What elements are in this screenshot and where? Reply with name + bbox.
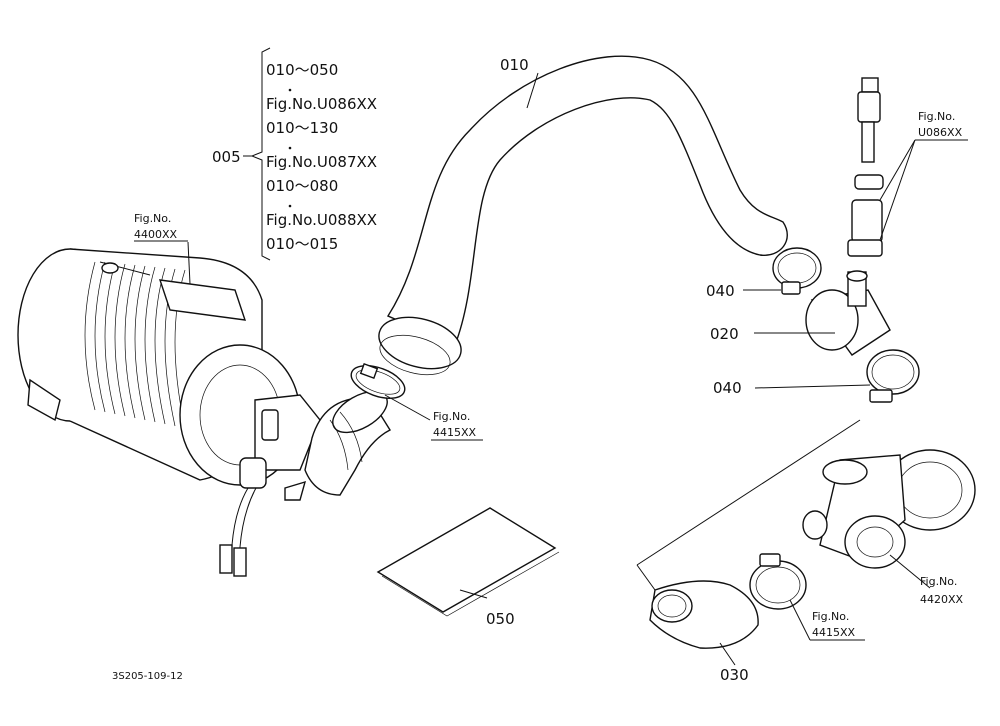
- clamp-bottom-ref-line2: 4415XX: [812, 626, 856, 639]
- sensor-ref-line2: U086XX: [918, 126, 963, 139]
- turbo-ref-line2: 4420XX: [920, 593, 964, 606]
- range-1: 010～050: [266, 61, 338, 79]
- range-2: 010～130: [266, 119, 338, 137]
- label-040-lower: 040: [713, 379, 742, 397]
- air-cleaner-illustration: [17, 248, 321, 577]
- clamp-left-ref-line2: 4415XX: [433, 426, 477, 439]
- fig-ref-1: Fig.No.U086XX: [266, 95, 377, 113]
- drawing-number: 3S205-109-12: [112, 671, 183, 682]
- sensor-illustration: [847, 77, 884, 257]
- fig-ref-2: Fig.No.U087XX: [266, 153, 377, 171]
- clamp-040-lower-illustration: [866, 349, 920, 403]
- range-4: 010～015: [266, 235, 338, 253]
- label-010: 010: [500, 56, 529, 74]
- turbocharger-illustration: [802, 449, 976, 569]
- clamp-bottom-ref-line1: Fig.No.: [812, 610, 849, 623]
- group-bracket: [243, 47, 292, 261]
- label-005: 005: [212, 148, 241, 166]
- label-040-upper: 040: [706, 282, 735, 300]
- clamp-040-upper-illustration: [772, 247, 822, 295]
- hose-010-illustration: [378, 55, 788, 376]
- outlet-elbow-illustration: [304, 390, 392, 496]
- clamp-left-ref-line1: Fig.No.: [433, 410, 470, 423]
- clamp-left-illustration: [350, 363, 406, 399]
- turbo-ref-line1: Fig.No.: [920, 575, 957, 588]
- hose-030-illustration: [649, 580, 759, 649]
- sensor-ref-line1: Fig.No.: [918, 110, 955, 123]
- label-020: 020: [710, 325, 739, 343]
- label-030: 030: [720, 666, 749, 684]
- air-cleaner-ref-line1: Fig.No.: [134, 212, 171, 225]
- air-cleaner-ref-line2: 4400XX: [134, 228, 178, 241]
- pipe-020-illustration: [805, 270, 891, 356]
- range-3: 010～080: [266, 177, 338, 195]
- label-050: 050: [486, 610, 515, 628]
- fig-ref-3: Fig.No.U088XX: [266, 211, 377, 229]
- sheet-050-illustration: [376, 507, 560, 617]
- clamp-bottom-illustration: [749, 553, 807, 610]
- leader-lines: [187, 72, 968, 666]
